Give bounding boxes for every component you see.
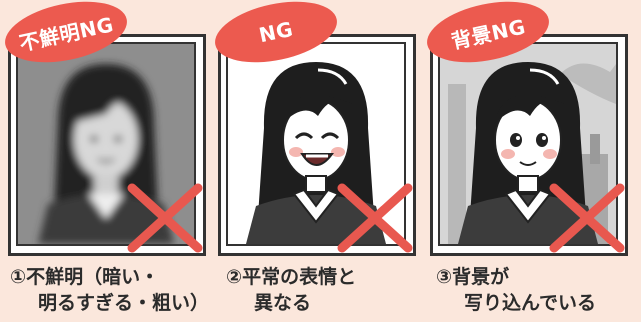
caption-line: 写り込んでいる — [464, 292, 597, 314]
caption-background: ③背景が 写り込んでいる — [436, 264, 641, 316]
caption-line: 明るすぎる・粗い） — [38, 292, 210, 314]
cross-mark-icon — [549, 183, 625, 253]
caption-line: ③背景が — [436, 266, 510, 288]
portrait-illustration — [440, 44, 616, 244]
caption-line: ②平常の表情と — [226, 266, 357, 288]
caption-line: 異なる — [254, 292, 312, 314]
photo-smiling — [226, 42, 406, 246]
cross-mark-icon — [127, 183, 203, 253]
photo-with-background — [438, 42, 618, 246]
photo-blurry — [16, 42, 196, 246]
portrait-illustration — [228, 44, 404, 244]
panel-background — [430, 34, 628, 256]
caption-expression: ②平常の表情と 異なる — [226, 264, 436, 316]
caption-line: ①不鮮明（暗い・ — [10, 266, 160, 288]
cross-mark-icon — [337, 183, 413, 253]
panel-expression — [218, 34, 416, 256]
caption-unclear: ①不鮮明（暗い・ 明るすぎる・粗い） — [10, 264, 220, 316]
portrait-illustration — [18, 44, 194, 244]
panel-unclear — [8, 34, 206, 256]
